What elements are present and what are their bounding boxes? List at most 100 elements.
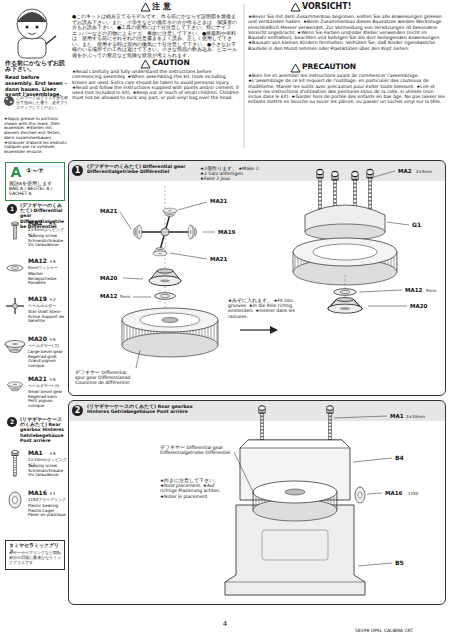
drawing-stroke — [136, 350, 140, 368]
drawing-stroke — [244, 4, 245, 148]
drawing-stroke — [387, 222, 409, 225]
reading-note: Read before assembly. Erst lesen - dann … — [5, 75, 67, 98]
drawing-stroke — [122, 333, 218, 357]
left-column-icons — [5, 204, 25, 508]
drawing-stroke — [270, 326, 278, 334]
drawing-stroke — [9, 492, 21, 508]
assembly-note: ★2個作ります。 ★Make 2. ★2 Satz anfertigen. ★F… — [200, 166, 260, 182]
reading-note: 作る前にかならずお読み下さい。 — [5, 60, 65, 73]
caution-title: PRECAUTION — [302, 63, 382, 72]
part-name: 5mmワッシャー — [28, 266, 68, 271]
box-heading: 1 — [72, 165, 83, 176]
drawing-stroke — [5, 341, 25, 353]
reading-note: このマークはグリスを塗る部分で指示した通り、必ずグリスアップしてください。 — [16, 96, 68, 111]
drawing-stroke — [313, 244, 377, 260]
part-callout: B4 — [395, 455, 404, 462]
step-panel: 1 (デフギヤーのくみたて) Differential gear Differen… — [68, 160, 446, 396]
part-callout: MA20 — [410, 303, 427, 309]
drawing-stroke — [253, 481, 337, 503]
drawing-stroke — [291, 64, 300, 72]
drawing-stroke — [358, 563, 392, 566]
rear-gearbox — [225, 406, 365, 595]
part-callout: MA20 — [100, 275, 117, 281]
drawing-stroke — [367, 493, 382, 494]
part-code: MA2 — [28, 220, 43, 227]
part-code: MA1 — [28, 450, 43, 457]
part-callout: MA16 — [385, 490, 402, 496]
step-header-bands — [69, 161, 445, 421]
drawing-stroke — [170, 253, 207, 259]
drawing-stroke — [360, 290, 402, 292]
drawing-stroke — [8, 382, 23, 391]
drawing-stroke — [46, 36, 56, 44]
part-name: ベベルギヤー(小) — [28, 384, 68, 389]
drawing-stroke — [133, 225, 141, 239]
drawing-stroke — [203, 232, 215, 233]
drawing-stroke — [13, 497, 18, 504]
caution-text: ★Bien lire et assimiler les instructions… — [248, 73, 446, 105]
part-code: MA21 — [28, 376, 47, 383]
part-callout: MA21 — [100, 208, 117, 214]
reading-note: ★Apply grease to portions shown with thi… — [4, 117, 68, 155]
drawing-stroke — [262, 530, 328, 560]
drawing-stroke — [140, 313, 200, 327]
box-text: ギヤーやベアリングなど回転部分の潤滑に最適なセラミックグリスです。 — [9, 551, 63, 565]
drawing-stroke — [36, 26, 39, 29]
drawing-stroke — [12, 222, 18, 239]
part-count: ×4 — [49, 221, 56, 226]
drawing-stroke — [7, 265, 23, 271]
grease-mark — [4, 96, 14, 106]
part-callout: B5 — [395, 560, 404, 567]
drawing-stroke — [334, 416, 387, 418]
drawing-stroke — [12, 450, 18, 476]
drawing-stroke — [13, 304, 18, 309]
step-number: 1 — [8, 206, 16, 213]
differential-assembled — [293, 169, 397, 313]
drawing-stroke — [163, 208, 177, 216]
box-text: 袋詰Aを使用します BAG A / BEUTEL A / SACHET A — [9, 181, 63, 197]
drawing-stroke — [178, 202, 207, 210]
part-name: ベベルホルダー — [28, 304, 68, 309]
part-caption: デフギヤー Differential spur gear Differentia… — [75, 370, 135, 386]
drawing-stroke — [141, 3, 150, 11]
drawing-stroke — [305, 224, 385, 240]
caution-divider — [244, 4, 245, 148]
part-callout: 2×5mm — [416, 170, 432, 175]
drawing-stroke — [293, 238, 397, 266]
box-heading: 2 — [72, 405, 83, 416]
part-name: Large bevel gear Kegelrad groß Grand pig… — [28, 350, 66, 369]
drawing-stroke — [240, 440, 350, 448]
drawing-stroke — [259, 406, 265, 442]
drawing-stroke — [7, 417, 17, 427]
drawing-stroke — [240, 329, 270, 330]
assembly-note: ★向きに注意して下さい。 ★Note placement. ★Auf richt… — [160, 478, 232, 499]
part-code: MA20 — [28, 336, 47, 343]
drawing-stroke — [225, 582, 365, 583]
drawing-stroke — [10, 101, 12, 103]
part-name: Plastic bearing Plastik-Lager Palier en … — [28, 504, 66, 518]
drawing-stroke — [69, 401, 445, 421]
drawing-stroke — [149, 269, 181, 286]
part-callout: 2×10mm — [406, 415, 425, 420]
drawing-stroke — [122, 308, 218, 332]
box-text: ①~⑦ — [26, 167, 64, 175]
drawing-stroke — [141, 60, 150, 68]
box-text: (デフギヤーのくみたて) Differential gear Different… — [87, 164, 199, 175]
box-heading: A — [9, 164, 23, 180]
part-callout: MA2 — [398, 168, 412, 174]
part-callout: MA19 — [218, 229, 235, 235]
grease-info-box: タミヤセラミックグリスギヤーやベアリングなど回転部分の潤滑に最適なセラミックグリ… — [5, 540, 65, 570]
part-code: MA19 — [28, 296, 47, 303]
drawing-stroke — [123, 278, 143, 279]
part-name: ベベルギヤー(大) — [28, 344, 68, 349]
drawing-stroke — [153, 247, 167, 255]
part-name: Tapping screw Schneidschraube Vis taraud… — [28, 234, 66, 248]
leader-lines — [120, 171, 409, 566]
drawing-stroke — [161, 228, 169, 236]
part-name: Washer Beilagscheibe Rondelle — [28, 272, 66, 286]
assembly-note: ★みぞに入れます。 ★Fit into grooves. ★In die Ril… — [228, 298, 296, 319]
drawing-stroke — [327, 406, 333, 442]
drawing-stroke — [353, 458, 392, 462]
box-text: (リヤギヤーケースのくみたて) Rear gearbox Hinteres Ge… — [87, 404, 199, 415]
